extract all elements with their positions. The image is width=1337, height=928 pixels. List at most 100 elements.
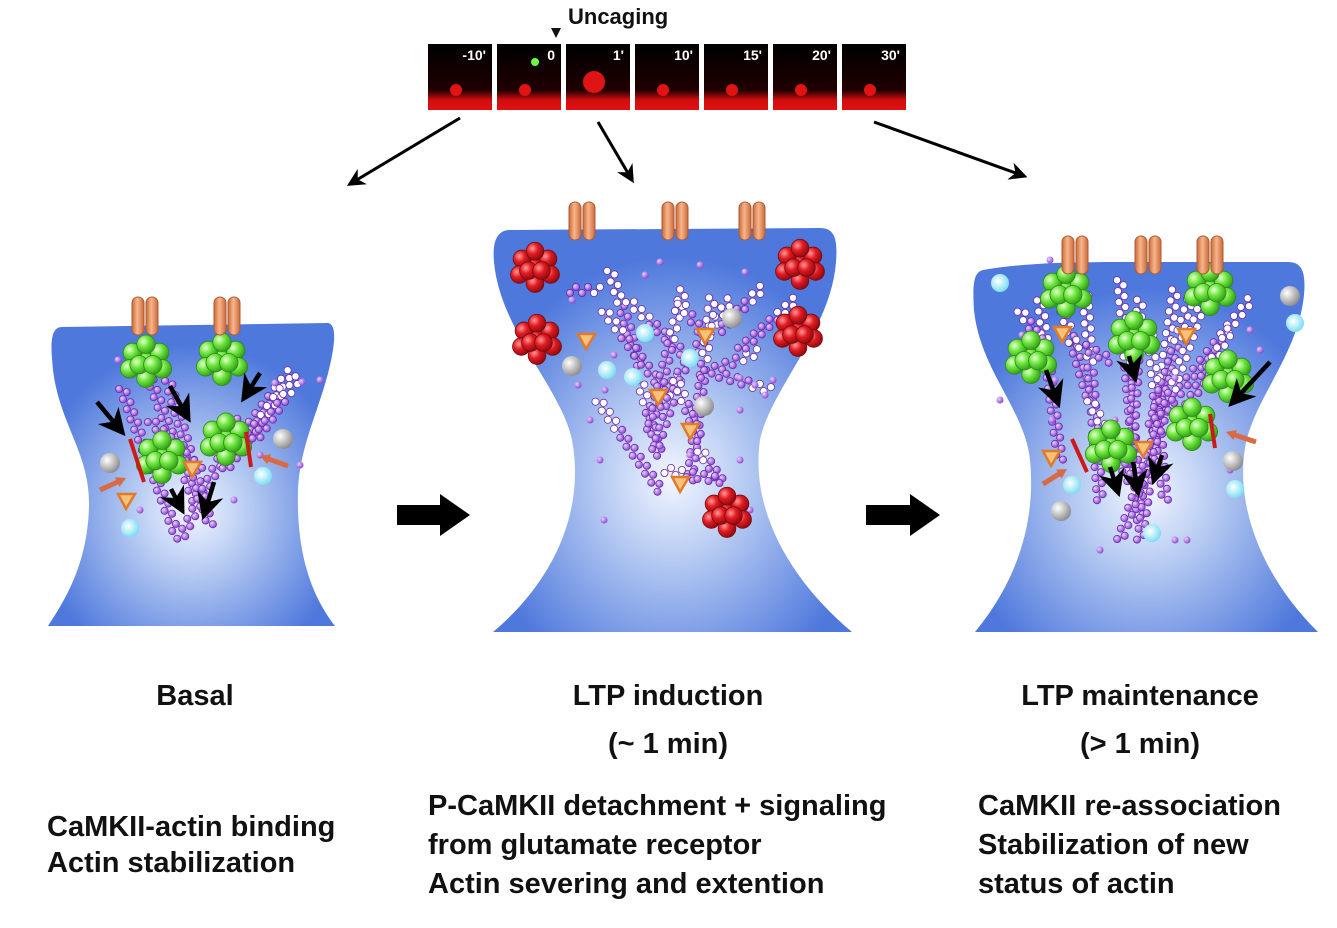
cofilin-icon [181,460,204,480]
cyan-molecule-icon [991,274,1009,292]
movement-arrow-icon [1121,461,1148,498]
barrier-mark-icon [1070,438,1089,473]
movement-arrow-icon [160,484,185,515]
cyan-molecule-icon [681,349,699,367]
cofilin-icon [575,332,598,352]
desc-induction-line-1: P-CaMKII detachment + signaling [428,790,887,822]
grey-molecule-icon [1223,451,1243,471]
actin-monomer [586,416,594,424]
actin-monomer [696,261,704,269]
actin-monomer [574,381,582,389]
actin-filament [1064,335,1113,367]
frame-time-label: 1' [613,47,624,63]
actin-filament [248,372,302,443]
actin-monomer [746,506,754,514]
camkii-bound-icon [1107,310,1161,365]
timelapse-frame: 0 [497,44,561,110]
actin-monomer [136,506,144,514]
actin-monomer [736,374,744,382]
camkii-bound-icon [1183,262,1237,317]
recruitment-arrow-icon [1041,469,1067,487]
camkii-bound-icon [199,412,253,467]
cyan-molecule-icon [598,361,616,379]
camkii-phospho-icon [510,241,560,293]
frame-time-label: -10' [462,47,486,63]
actin-monomer [1171,536,1179,544]
movement-arrow-icon [1098,466,1125,498]
actin-monomer [316,376,324,384]
frame-time-label: 30' [881,47,900,63]
stage-arrow-2 [866,494,940,536]
frame-time-label: 15' [743,47,762,63]
desc-maintenance-line-2: Stabilization of new [978,829,1249,861]
cofilin-icon [1051,325,1074,345]
desc-induction-line-2: from glutamate receptor [428,829,762,861]
grey-molecule-icon [100,453,120,473]
glutamate-receptor-icon [213,296,241,336]
uncaging-pointer-icon [551,28,561,38]
stage-title-maintenance: LTP maintenance [1021,680,1259,712]
actin-monomer [296,461,304,469]
timelapse-frame: 10' [635,44,699,110]
recruitment-arrow-icon [1226,430,1257,445]
grey-molecule-icon [1051,501,1071,521]
timelapse-frame: -10' [428,44,492,110]
cofilin-icon [694,327,717,347]
glutamate-receptor-icon [1061,235,1089,275]
cofilin-icon [679,422,702,442]
camkii-bound-icon [195,332,249,387]
grey-molecule-icon [1280,286,1300,306]
cyan-molecule-icon [624,368,642,386]
actin-monomer [1048,416,1056,424]
stage-subtitle-maintenance: (> 1 min) [1079,728,1201,760]
cofilin-icon [1132,440,1155,460]
movement-arrow-icon [1147,454,1174,486]
actin-monomer [1256,346,1264,354]
frame-time-label: 10' [674,47,693,63]
desc-basal-line-1: CaMKII-actin binding [47,811,336,843]
cyan-molecule-icon [121,519,139,537]
stage-subtitle-induction: (~ 1 min) [607,728,729,760]
movement-arrow-icon [197,481,224,521]
actin-monomer [1246,326,1254,334]
timelapse-frame: 1' [566,44,630,110]
actin-monomer [610,351,618,359]
cyan-molecule-icon [1063,476,1081,494]
actin-monomer [600,516,608,524]
camkii-bound-icon [1165,397,1219,452]
actin-monomer [686,451,694,459]
desc-induction-line-3: Actin severing and extention [428,868,825,900]
timelapse-strip: -10' 0 1' 10' 15' 20' 30' [428,44,906,110]
camkii-phospho-icon [775,238,825,290]
actin-monomer [736,406,744,414]
actin-monomer [641,271,649,279]
movement-arrow-icon [165,384,191,423]
timelapse-frame: 15' [704,44,768,110]
glutamate-receptor-icon [131,296,159,336]
actin-monomer [271,379,279,387]
cofilin-icon [647,388,670,408]
actin-monomer [736,456,744,464]
frame-time-label: 20' [812,47,831,63]
actin-monomer [761,391,769,399]
actin-monomer [769,376,777,384]
grey-molecule-icon [562,356,582,376]
glutamate-receptor-icon [568,201,596,241]
actin-monomer [741,268,749,276]
actin-filament [591,397,664,496]
movement-arrow-icon [1116,353,1143,384]
desc-basal-line-2: Actin stabilization [47,847,296,879]
movement-arrow-icon [95,400,126,437]
actin-monomer [1096,546,1104,554]
cyan-molecule-icon [1143,524,1161,542]
cofilin-icon [1175,327,1198,347]
actin-monomer [298,378,306,386]
grey-molecule-icon [694,396,714,416]
cofilin-icon [1040,449,1063,469]
stage-title-basal: Basal [156,680,234,712]
cofilin-icon [115,492,138,512]
grey-molecule-icon [722,308,742,328]
branch-arrows [346,116,1028,186]
recruitment-arrow-icon [260,454,289,469]
